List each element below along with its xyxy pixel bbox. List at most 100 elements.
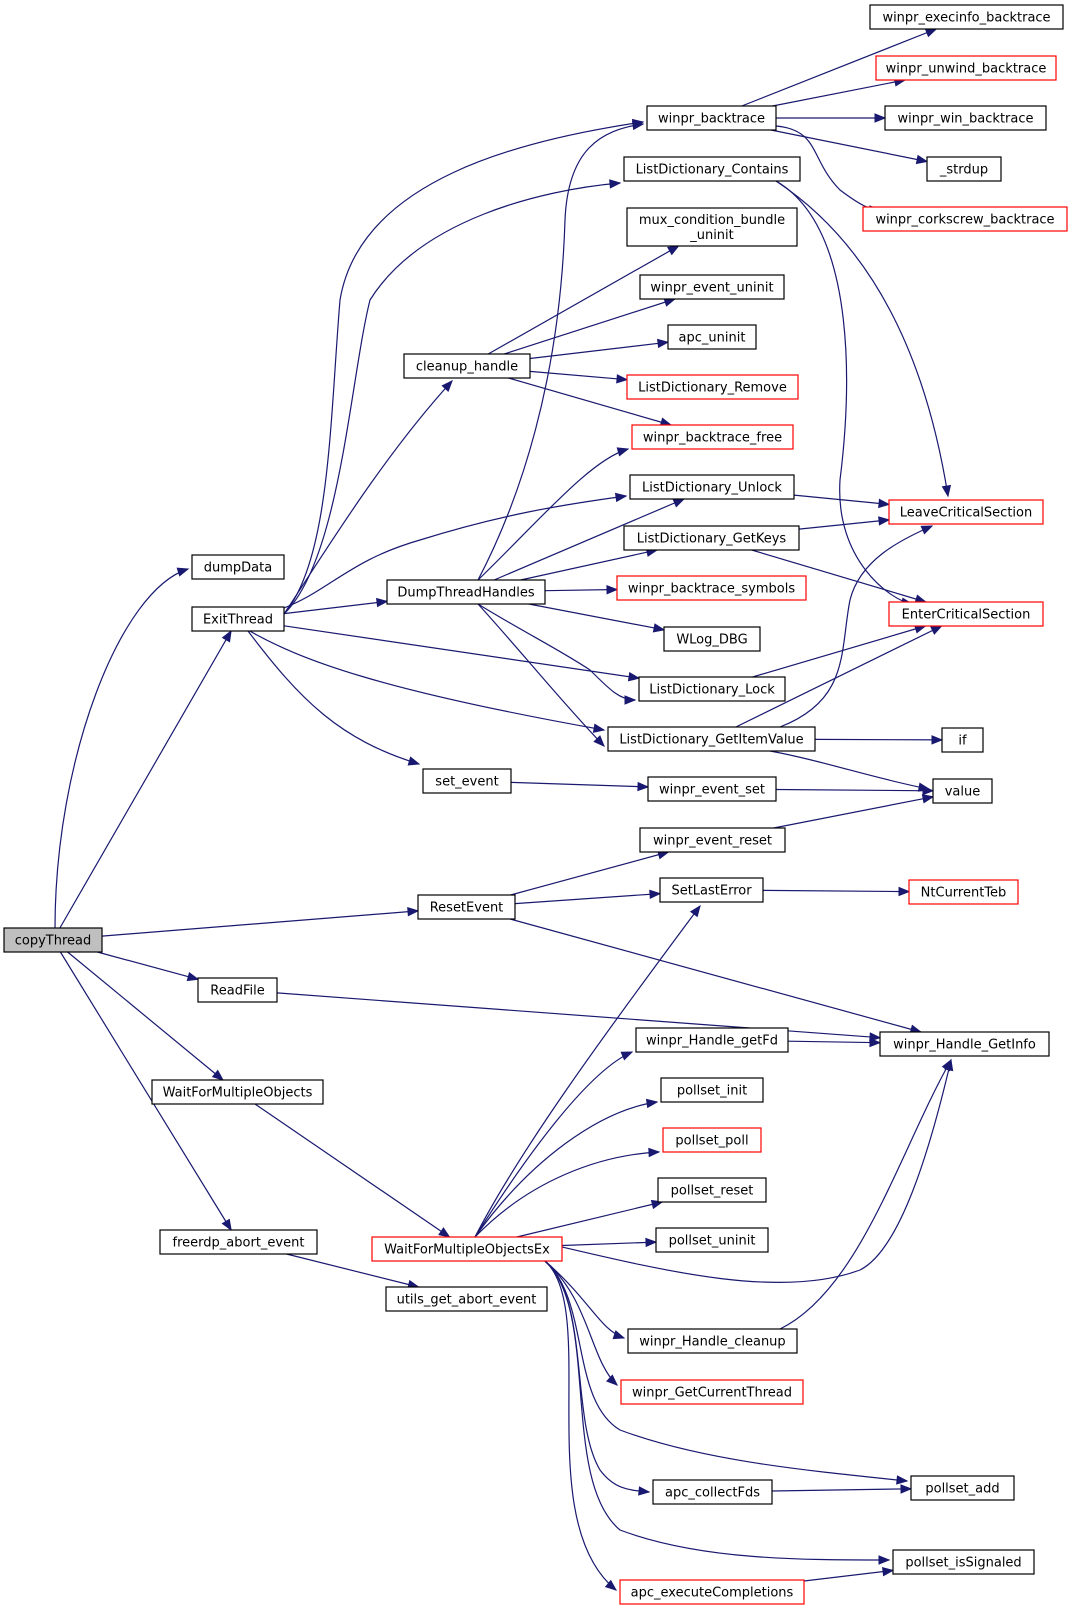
node-box-winpr_Handle_GetInfo[interactable] [879,1031,1050,1057]
node-box-if[interactable] [941,727,984,753]
node-box-winpr_backtrace[interactable] [646,105,777,131]
node-pollset_uninit[interactable]: pollset_uninit [655,1227,769,1253]
node-winpr_backtrace_free[interactable]: winpr_backtrace_free [631,424,794,450]
node-WaitForMultipleObjects[interactable]: WaitForMultipleObjects [151,1079,324,1105]
node-box-ResetEvent[interactable] [417,894,516,920]
node-box-EnterCriticalSection[interactable] [888,601,1044,627]
node-apc_uninit[interactable]: apc_uninit [667,324,757,350]
node-box-dumpData[interactable] [191,554,285,580]
node-box-ListDictionary_Contains[interactable] [623,156,801,182]
node-box-ListDictionary_Unlock[interactable] [629,474,795,500]
node-box-winpr_GetCurrentThread[interactable] [620,1379,804,1405]
node-cleanup_handle[interactable]: cleanup_handle [403,353,531,379]
node-box-WaitForMultipleObjectsEx[interactable] [371,1236,563,1262]
node-box-apc_executeCompletions[interactable] [619,1579,805,1605]
node-winpr_unwind_backtrace[interactable]: winpr_unwind_backtrace [875,55,1057,81]
node-winpr_event_uninit[interactable]: winpr_event_uninit [639,274,785,300]
node-box-winpr_execinfo_backtrace[interactable] [869,4,1064,30]
node-value[interactable]: value [932,778,993,804]
node-box-SetLastError[interactable] [659,877,764,903]
node-box-set_event[interactable] [422,768,512,794]
node-box-apc_uninit[interactable] [667,324,757,350]
node-box-ListDictionary_Lock[interactable] [638,676,786,702]
node-NtCurrentTeb[interactable]: NtCurrentTeb [908,879,1019,905]
node-box-pollset_uninit[interactable] [655,1227,769,1253]
node-box-WLog_DBG[interactable] [663,626,761,652]
node-box-ListDictionary_GetKeys[interactable] [623,525,800,551]
node-ListDictionary_GetKeys[interactable]: ListDictionary_GetKeys [623,525,800,551]
node-ExitThread[interactable]: ExitThread [191,606,285,632]
node-pollset_reset[interactable]: pollset_reset [657,1177,767,1203]
node-winpr_backtrace[interactable]: winpr_backtrace [646,105,777,131]
node-winpr_backtrace_symbols[interactable]: winpr_backtrace_symbols [616,575,807,601]
node-box-WaitForMultipleObjects[interactable] [151,1079,324,1105]
node-winpr_execinfo_backtrace[interactable]: winpr_execinfo_backtrace [869,4,1064,30]
node-pollset_poll[interactable]: pollset_poll [662,1127,762,1153]
node-ListDictionary_Unlock[interactable]: ListDictionary_Unlock [629,474,795,500]
node-winpr_event_set[interactable]: winpr_event_set [647,776,777,802]
node-box-winpr_unwind_backtrace[interactable] [875,55,1057,81]
node-winpr_Handle_GetInfo[interactable]: winpr_Handle_GetInfo [879,1031,1050,1057]
node-box-utils_get_abort_event[interactable] [385,1286,548,1312]
node-box-ListDictionary_GetItemValue[interactable] [607,726,816,752]
node-EnterCriticalSection[interactable]: EnterCriticalSection [888,601,1044,627]
node-LeaveCriticalSection[interactable]: LeaveCriticalSection [888,499,1044,525]
node-_strdup[interactable]: _strdup [926,156,1002,182]
node-winpr_Handle_cleanup[interactable]: winpr_Handle_cleanup [627,1328,798,1354]
node-utils_get_abort_event[interactable]: utils_get_abort_event [385,1286,548,1312]
node-box-DumpThreadHandles[interactable] [386,579,546,605]
node-freerdp_abort_event[interactable]: freerdp_abort_event [159,1229,318,1255]
node-box-LeaveCriticalSection[interactable] [888,499,1044,525]
node-winpr_event_reset[interactable]: winpr_event_reset [639,827,786,853]
node-box-mux_condition_bundle_uninit[interactable] [626,207,798,247]
node-WLog_DBG[interactable]: WLog_DBG [663,626,761,652]
node-apc_collectFds[interactable]: apc_collectFds [652,1479,773,1505]
node-mux_condition_bundle_uninit[interactable]: mux_condition_bundle_uninit [626,207,798,247]
node-DumpThreadHandles[interactable]: DumpThreadHandles [386,579,546,605]
node-box-apc_collectFds[interactable] [652,1479,773,1505]
node-box-winpr_backtrace_free[interactable] [631,424,794,450]
node-winpr_GetCurrentThread[interactable]: winpr_GetCurrentThread [620,1379,804,1405]
node-box-value[interactable] [932,778,993,804]
node-box-pollset_isSignaled[interactable] [892,1549,1035,1575]
node-box-pollset_init[interactable] [660,1077,764,1103]
node-box-copyThread[interactable] [3,927,103,953]
node-box-winpr_corkscrew_backtrace[interactable] [862,206,1068,232]
node-ResetEvent[interactable]: ResetEvent [417,894,516,920]
node-winpr_win_backtrace[interactable]: winpr_win_backtrace [884,105,1047,131]
node-box-cleanup_handle[interactable] [403,353,531,379]
node-dumpData[interactable]: dumpData [191,554,285,580]
node-copyThread[interactable]: copyThread [3,927,103,953]
node-box-freerdp_abort_event[interactable] [159,1229,318,1255]
node-ListDictionary_Remove[interactable]: ListDictionary_Remove [626,374,799,400]
node-box-winpr_event_reset[interactable] [639,827,786,853]
node-box-winpr_win_backtrace[interactable] [884,105,1047,131]
node-WaitForMultipleObjectsEx[interactable]: WaitForMultipleObjectsEx [371,1236,563,1262]
node-box-NtCurrentTeb[interactable] [908,879,1019,905]
node-box-ExitThread[interactable] [191,606,285,632]
node-ListDictionary_Contains[interactable]: ListDictionary_Contains [623,156,801,182]
node-apc_executeCompletions[interactable]: apc_executeCompletions [619,1579,805,1605]
node-set_event[interactable]: set_event [422,768,512,794]
node-box-pollset_add[interactable] [910,1475,1015,1501]
node-box-winpr_backtrace_symbols[interactable] [616,575,807,601]
node-pollset_init[interactable]: pollset_init [660,1077,764,1103]
node-box-winpr_Handle_getFd[interactable] [635,1027,789,1053]
node-winpr_Handle_getFd[interactable]: winpr_Handle_getFd [635,1027,789,1053]
node-box-ReadFile[interactable] [197,977,278,1003]
node-pollset_add[interactable]: pollset_add [910,1475,1015,1501]
node-SetLastError[interactable]: SetLastError [659,877,764,903]
node-box-winpr_Handle_cleanup[interactable] [627,1328,798,1354]
node-pollset_isSignaled[interactable]: pollset_isSignaled [892,1549,1035,1575]
node-box-_strdup[interactable] [926,156,1002,182]
node-ListDictionary_Lock[interactable]: ListDictionary_Lock [638,676,786,702]
node-box-pollset_poll[interactable] [662,1127,762,1153]
node-winpr_corkscrew_backtrace[interactable]: winpr_corkscrew_backtrace [862,206,1068,232]
node-box-winpr_event_set[interactable] [647,776,777,802]
node-box-pollset_reset[interactable] [657,1177,767,1203]
node-if[interactable]: if [941,727,984,753]
node-box-winpr_event_uninit[interactable] [639,274,785,300]
node-ReadFile[interactable]: ReadFile [197,977,278,1003]
node-ListDictionary_GetItemValue[interactable]: ListDictionary_GetItemValue [607,726,816,752]
node-box-ListDictionary_Remove[interactable] [626,374,799,400]
